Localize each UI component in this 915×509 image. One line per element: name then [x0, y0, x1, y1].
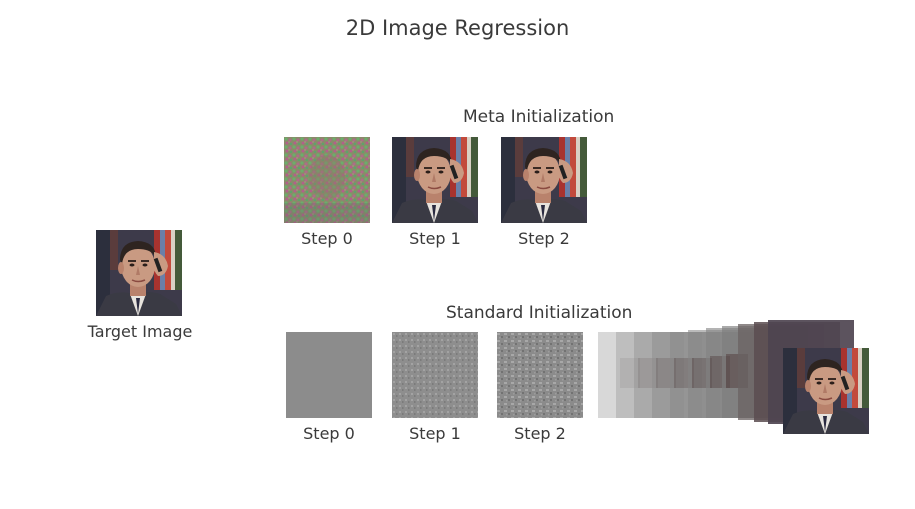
meta-step-1-label: Step 1 [409, 229, 461, 248]
target-image [96, 230, 182, 316]
standard-step-1-label: Step 1 [409, 424, 461, 443]
meta-step-2-label: Step 2 [518, 229, 570, 248]
target-image-caption: Target Image [87, 322, 193, 341]
standard-step-2-label: Step 2 [514, 424, 566, 443]
meta-step-0-image [284, 137, 370, 223]
meta-step-2-image [501, 137, 587, 223]
standard-step-2-image [497, 332, 583, 418]
page-title: 2D Image Regression [345, 16, 570, 40]
meta-initialization-heading: Meta Initialization [463, 107, 615, 127]
meta-step-0-label: Step 0 [301, 229, 353, 248]
standard-step-1-image [392, 332, 478, 418]
standard-step-0-image [286, 332, 372, 418]
standard-initialization-heading: Standard Initialization [446, 303, 633, 323]
meta-step-1-image [392, 137, 478, 223]
standard-step-0-label: Step 0 [303, 424, 355, 443]
standard-progression-stack [598, 318, 873, 438]
